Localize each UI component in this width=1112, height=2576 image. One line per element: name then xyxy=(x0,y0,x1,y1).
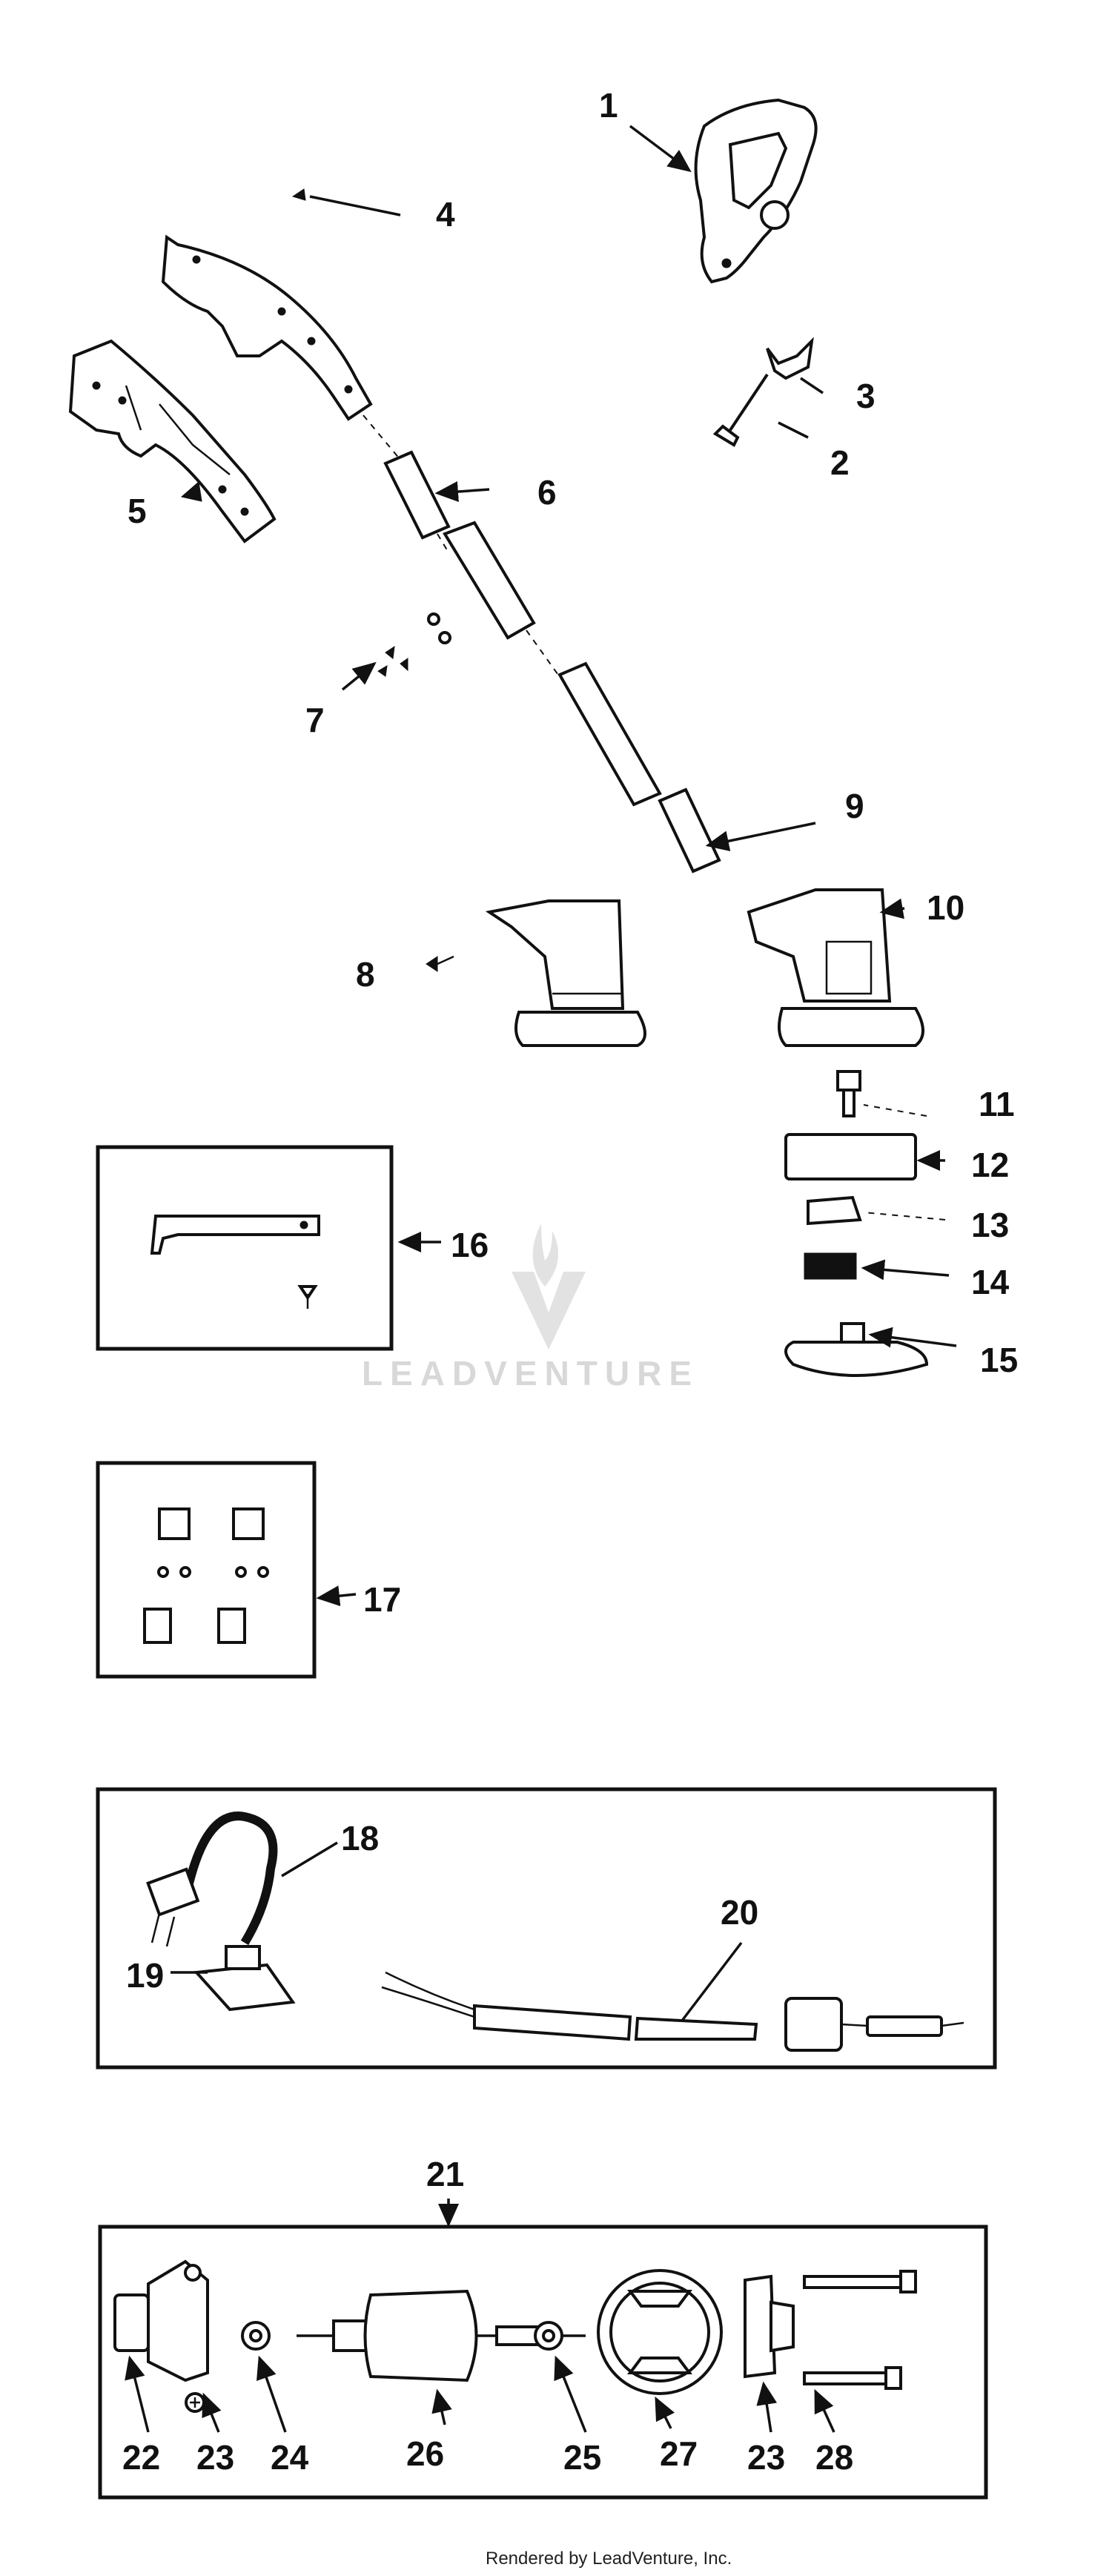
callout-5: 5 xyxy=(128,492,147,530)
part-24-washer xyxy=(241,2321,271,2351)
kit-18-20-box xyxy=(96,1787,997,2070)
part-11-bolt xyxy=(836,1070,861,1117)
part-3-wing-nut xyxy=(766,337,814,380)
callout-13: 13 xyxy=(971,1206,1009,1244)
part-10-housing-right xyxy=(747,888,924,1047)
part-28-screws xyxy=(803,2270,917,2390)
part-8-housing-left xyxy=(426,899,646,1047)
callout-21: 21 xyxy=(426,2155,464,2193)
part-5-handle-half xyxy=(68,339,277,544)
part-13-cam xyxy=(807,1195,862,1226)
kit-16-box xyxy=(96,1145,394,1351)
part-19-switch xyxy=(193,1945,296,2012)
callout-26: 26 xyxy=(406,2434,444,2473)
callout-3: 3 xyxy=(856,377,876,415)
part-12-spool-cap xyxy=(784,1133,917,1180)
kit-21-box xyxy=(98,2225,988,2500)
callout-11: 11 xyxy=(979,1085,1015,1123)
watermark-v-icon xyxy=(512,1272,586,1350)
watermark-text: LEADVENTURE xyxy=(362,1354,699,1393)
callout-22: 22 xyxy=(122,2438,160,2477)
part-23-brush-holder xyxy=(185,2392,205,2413)
callout-17: 17 xyxy=(363,1580,401,1619)
callout-labels: 1 2 3 4 5 6 7 8 9 10 11 12 13 14 15 16 1… xyxy=(122,86,1018,2477)
kit-17-box xyxy=(96,1461,317,1679)
callout-8: 8 xyxy=(356,955,375,994)
callout-23b: 23 xyxy=(747,2438,785,2477)
callout-7: 7 xyxy=(305,701,325,739)
watermark: LEADVENTURE xyxy=(362,1223,699,1393)
callout-10: 10 xyxy=(927,888,964,927)
part-15-hub xyxy=(784,1322,929,1377)
watermark-logo-icon xyxy=(532,1223,558,1287)
callout-6: 6 xyxy=(537,473,557,512)
part-16-guard xyxy=(150,1215,320,1309)
part-27-field xyxy=(597,2269,723,2395)
callout-20: 20 xyxy=(721,1893,758,1932)
part-20-wire-harness xyxy=(381,1971,964,2052)
part-18-cord xyxy=(146,1812,278,1947)
part-25-washer xyxy=(534,2321,563,2351)
callout-12: 12 xyxy=(971,1146,1009,1184)
shaft-assembly xyxy=(363,415,721,873)
callout-9: 9 xyxy=(845,787,864,825)
part-handle-upper xyxy=(161,234,373,421)
part-4-screw xyxy=(291,188,306,201)
callout-16: 16 xyxy=(451,1226,489,1264)
part-17-brushes xyxy=(143,1507,269,1644)
footer-credit: Rendered by LeadVenture, Inc. xyxy=(486,2549,732,2569)
callout-15: 15 xyxy=(980,1341,1018,1379)
callout-25: 25 xyxy=(563,2438,601,2477)
callout-14: 14 xyxy=(971,1263,1010,1301)
callout-1: 1 xyxy=(599,86,618,125)
callout-27: 27 xyxy=(660,2434,698,2473)
part-14-spool xyxy=(804,1252,857,1280)
part-7-screws xyxy=(377,612,451,677)
leader-lines xyxy=(125,125,957,2433)
part-22-end-cap xyxy=(113,2259,209,2382)
callout-23: 23 xyxy=(196,2438,234,2477)
callout-28: 28 xyxy=(815,2438,853,2477)
part-2-bolt xyxy=(712,373,769,447)
callout-19: 19 xyxy=(126,1956,164,1995)
callout-2: 2 xyxy=(830,443,850,482)
callout-24: 24 xyxy=(271,2438,309,2477)
callout-4: 4 xyxy=(436,195,455,234)
callout-18: 18 xyxy=(341,1819,379,1857)
part-1-handle xyxy=(694,98,818,284)
part-23-brush-holder-right xyxy=(744,2274,795,2379)
